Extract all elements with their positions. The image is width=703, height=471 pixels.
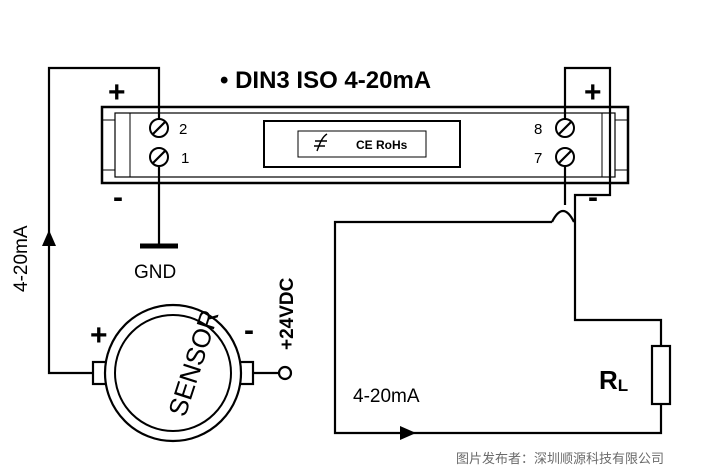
- wire-terminal-8-to-load: [563, 66, 663, 346]
- module-label-plate: CE RoHs: [263, 120, 461, 168]
- wires: [47, 66, 663, 435]
- din-rail-module: CE RoHs 2 1 8 7: [100, 105, 630, 185]
- manufacturer-logo-icon: [314, 133, 328, 152]
- right-minus-sign: -: [588, 181, 598, 214]
- terminal-8-label: 8: [534, 121, 542, 138]
- right-plus-sign: +: [584, 76, 602, 109]
- terminal-2: [149, 118, 169, 138]
- supply-voltage-label: +24VDC: [277, 277, 298, 350]
- load-resistor-label: RL: [599, 365, 628, 395]
- terminal-1-label: 1: [181, 150, 189, 167]
- sensor-plus-sign: +: [90, 319, 108, 352]
- watermark: 图片发布者：深圳顺源科技有限公司: [456, 451, 664, 467]
- loop-current-left-label: 4-20mA: [11, 225, 32, 292]
- wire-sensor-plus-to-terminal-2: [47, 66, 161, 375]
- wire-load-to-return: [333, 220, 663, 435]
- terminal-2-label: 2: [179, 121, 187, 138]
- wire-crossover-hop: [551, 209, 575, 223]
- load-resistor: [650, 344, 672, 406]
- supply-terminal-icon: [277, 365, 293, 381]
- loop-current-bottom-label: 4-20mA: [353, 386, 420, 407]
- diagram-title: • DIN3 ISO 4-20mA: [220, 67, 431, 94]
- sensor-minus-sign: -: [244, 314, 254, 347]
- module-inner-frame: [114, 112, 616, 178]
- terminal-1: [149, 147, 169, 167]
- sensor: SENSOR: [91, 303, 255, 443]
- left-plus-sign: +: [108, 76, 126, 109]
- terminal-7: [555, 147, 575, 167]
- terminal-7-label: 7: [534, 150, 542, 167]
- current-arrow-up-icon: [42, 230, 56, 246]
- sensor-body-inner: [114, 314, 232, 432]
- ce-rohs-mark: CE RoHs: [356, 138, 408, 152]
- current-arrow-right-icon: [400, 426, 416, 440]
- gnd-label: GND: [134, 262, 176, 283]
- terminal-8: [555, 118, 575, 138]
- left-minus-sign: -: [113, 181, 123, 214]
